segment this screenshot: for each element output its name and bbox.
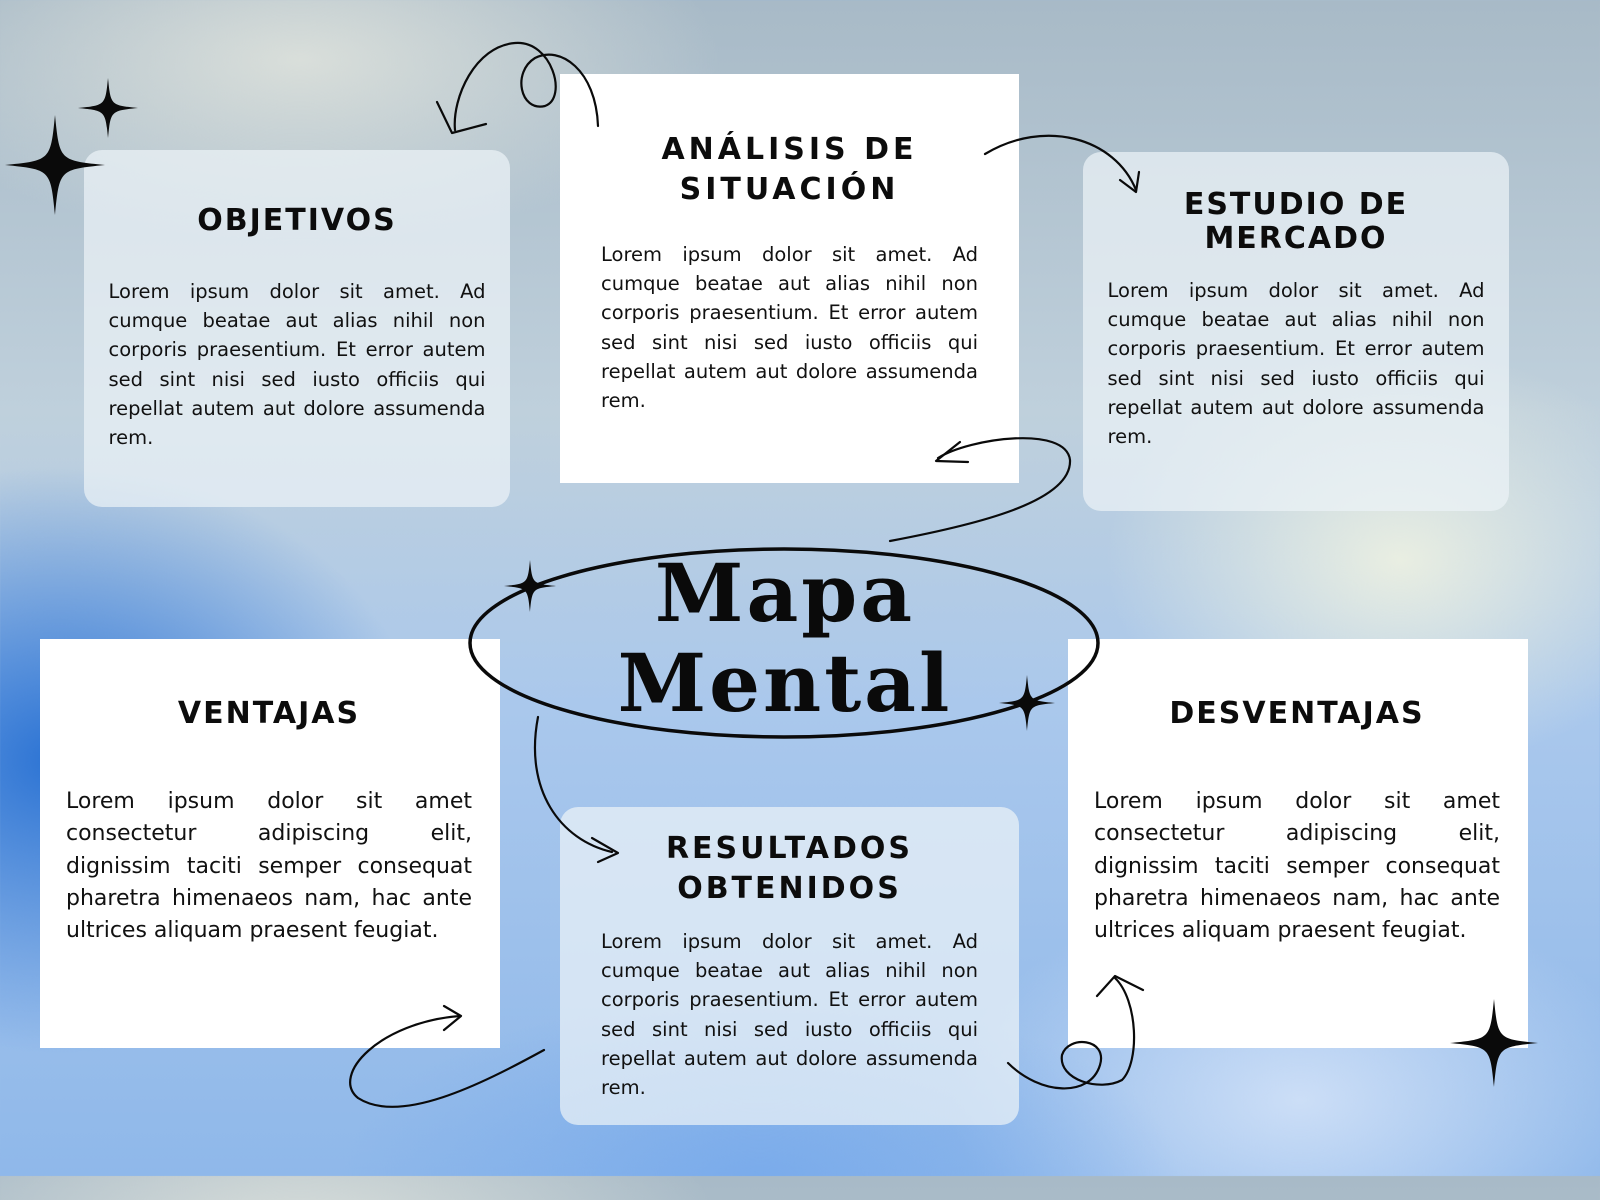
title-line-2: MERCADO [1204,221,1388,256]
center-ellipse [468,547,1100,739]
sparkle-icon [1450,999,1538,1087]
card-title: ANÁLISIS DE SITUACIÓN [661,130,917,210]
title-line-1: RESULTADOS [665,831,914,866]
card-objetivos: OBJETIVOS Lorem ipsum dolor sit amet. Ad… [84,150,510,507]
curly-arrow-icon [435,41,600,135]
center-title-line-1: Mapa [654,546,916,640]
card-title: RESULTADOS OBTENIDOS [666,829,913,909]
title-line-2: OBTENIDOS [677,871,902,906]
card-text: Lorem ipsum dolor sit amet. Ad cumque be… [108,280,486,450]
card-text: Lorem ipsum dolor sit amet consectetur a… [66,789,472,944]
card-title: OBJETIVOS [197,203,397,238]
curly-arrow-icon [533,715,620,864]
title-line-1: ANÁLISIS DE [661,132,918,167]
curly-arrow-icon [983,134,1141,194]
card-text: Lorem ipsum dolor sit amet. Ad cumque be… [601,930,978,1100]
curly-arrow-icon [349,1004,546,1108]
curly-arrow-icon [1006,974,1145,1090]
card-resultados-obtenidos: RESULTADOS OBTENIDOS Lorem ipsum dolor s… [560,807,1019,1125]
card-text: Lorem ipsum dolor sit amet consectetur a… [1094,789,1500,944]
card-text: Lorem ipsum dolor sit amet. Ad cumque be… [601,243,978,413]
card-desventajas: DESVENTAJAS Lorem ipsum dolor sit amet c… [1068,639,1528,1048]
center-title: Mapa Mental [560,548,1010,728]
card-analisis-de-situacion: ANÁLISIS DE SITUACIÓN Lorem ipsum dolor … [560,74,1019,483]
title-line-2: SITUACIÓN [679,172,900,207]
sparkle-icon [5,115,105,215]
card-title: ESTUDIO DE MERCADO [1184,188,1408,256]
card-title: VENTAJAS [177,696,361,731]
title-line-1: ESTUDIO DE [1183,187,1409,222]
card-text: Lorem ipsum dolor sit amet. Ad cumque be… [1107,279,1485,449]
sparkle-icon [78,78,138,138]
decorations-layer [5,41,1538,1108]
center-title-line-2: Mental [617,636,953,730]
card-estudio-de-mercado: ESTUDIO DE MERCADO Lorem ipsum dolor sit… [1083,152,1509,511]
curly-arrow-icon [888,437,1072,543]
card-title: DESVENTAJAS [1169,696,1425,731]
card-ventajas: VENTAJAS Lorem ipsum dolor sit amet cons… [40,639,500,1048]
